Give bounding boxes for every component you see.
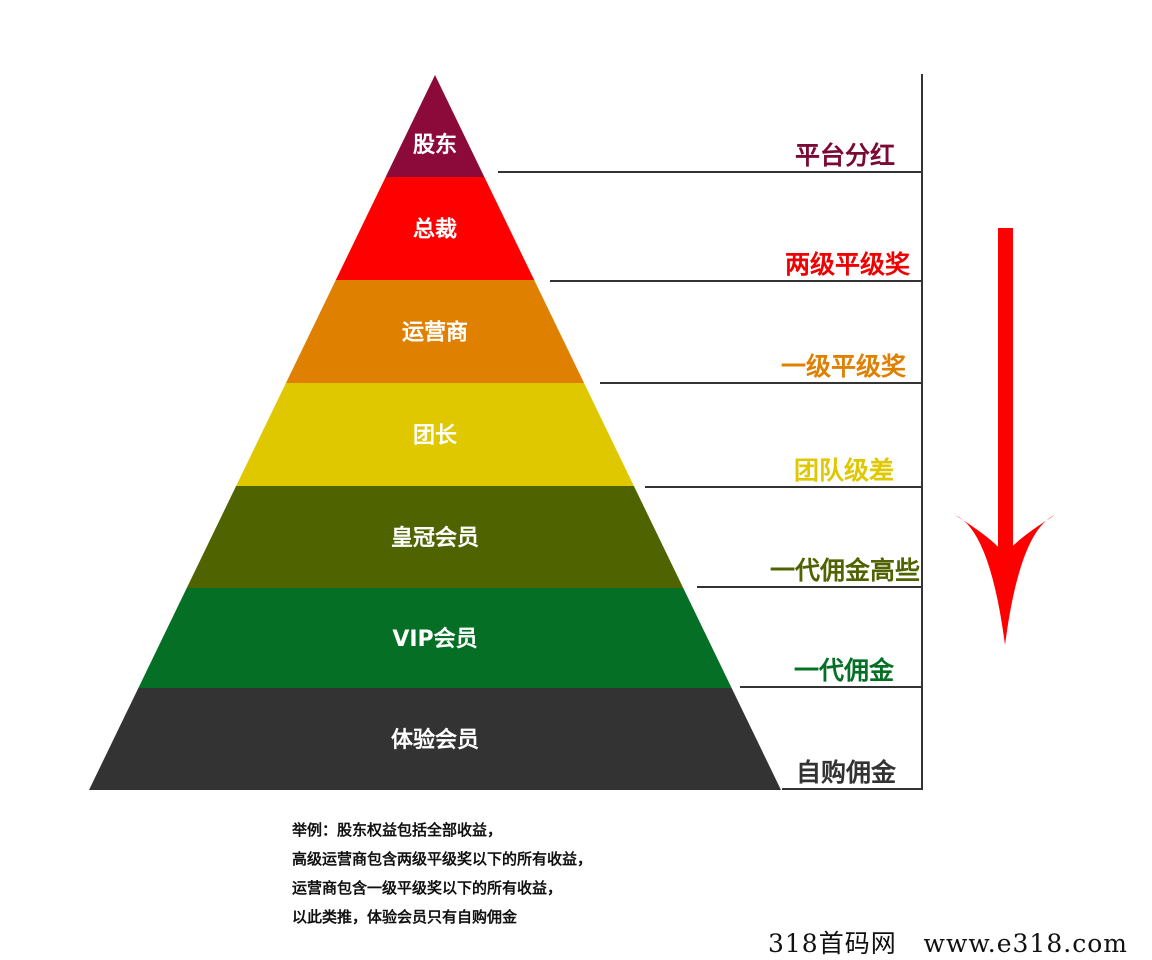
pyramid-tier: [138, 588, 732, 688]
tier-label: 团长: [413, 424, 458, 449]
example-note: 举例：股东权益包括全部收益， 高级运营商包含两级平级奖以下的所有收益， 运营商包…: [292, 816, 592, 932]
tier-label: VIP会员: [392, 626, 477, 652]
pyramid-tier: [285, 280, 585, 383]
pyramid-tier: [89, 688, 781, 790]
tier-label: 总裁: [413, 217, 457, 243]
bonus-label: 自购佣金: [796, 758, 897, 787]
watermark: 318首码网 www.e318.com: [768, 929, 1128, 958]
pyramid-tier: [335, 177, 535, 280]
pyramid-tier: [385, 75, 485, 177]
bonus-label: 平台分红: [795, 141, 895, 170]
bonus-label: 两级平级奖: [785, 250, 910, 279]
tier-label: 运营商: [402, 320, 468, 346]
bonus-label: 一代佣金: [794, 656, 895, 685]
pyramid-tier: [236, 383, 634, 486]
note-line: 运营商包含一级平级奖以下的所有收益，: [292, 879, 563, 897]
bonus-label: 团队级差: [794, 456, 894, 485]
tier-label: 体验会员: [391, 727, 479, 753]
down-arrow: [955, 228, 1055, 645]
note-line: 高级运营商包含两级平级奖以下的所有收益，: [292, 850, 593, 868]
bonus-label: 一代佣金高些: [770, 556, 920, 585]
note-line: 举例：股东权益包括全部收益，: [292, 821, 503, 839]
pyramid-tier: [186, 486, 684, 588]
tier-label: 股东: [413, 132, 457, 158]
tier-label: 皇冠会员: [391, 525, 479, 551]
bonus-label: 一级平级奖: [781, 352, 906, 381]
note-line: 以此类推，体验会员只有自购佣金: [292, 908, 518, 926]
